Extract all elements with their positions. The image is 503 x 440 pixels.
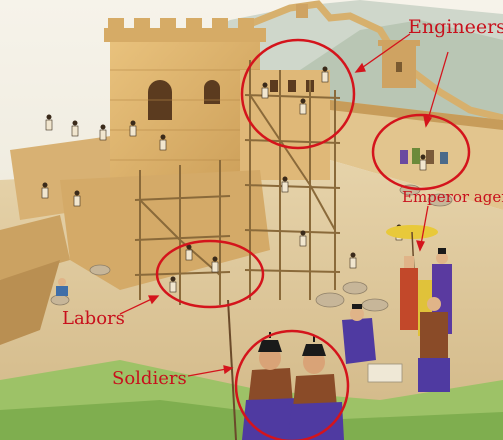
soldiers-highlight-circle [234, 329, 350, 440]
engineers-highlight-circle [240, 38, 356, 150]
engineers-label: Engineers [408, 16, 503, 38]
emperor-agent-arrow [425, 51, 449, 127]
labors-label: Labors [62, 308, 125, 329]
labors-highlight-circle [155, 239, 265, 309]
emperor-agent-highlight-circle [371, 113, 471, 191]
engineers-arrow [355, 33, 411, 73]
emperor-agent-label: Emperor agent [402, 188, 503, 206]
soldiers-label: Soldiers [112, 368, 187, 389]
